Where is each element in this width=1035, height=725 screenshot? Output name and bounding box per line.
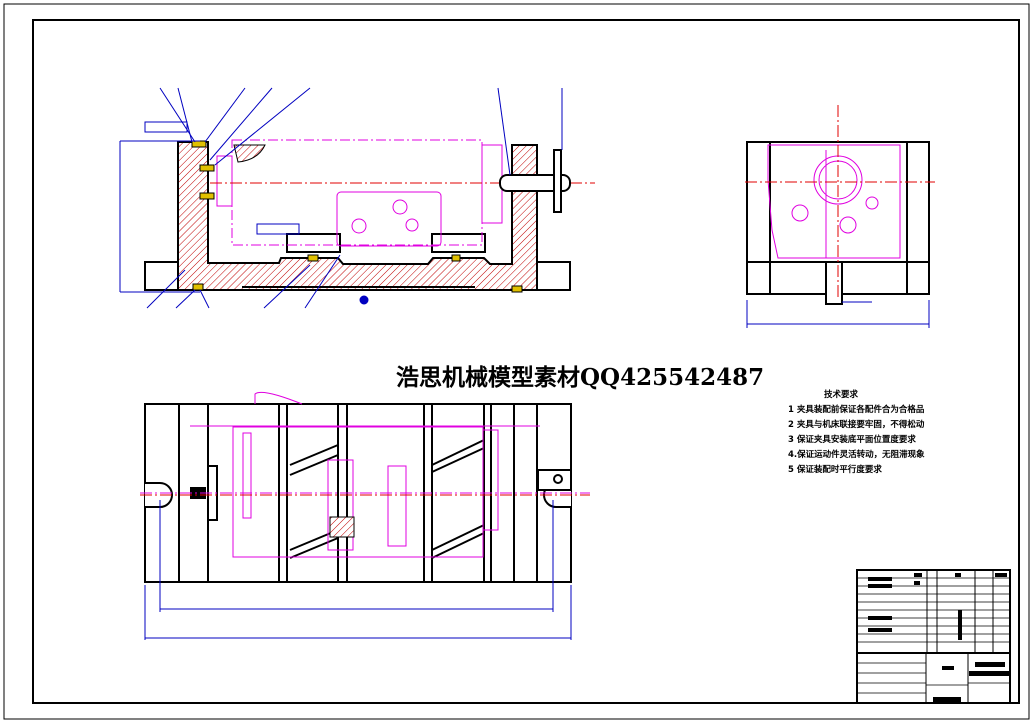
front-view (119, 87, 595, 309)
watermark-text: 浩思机械模型素材QQ425542487 (396, 364, 765, 391)
tech-requirement-item: 2 夹具与机床联接要牢固，不得松动 (788, 420, 925, 430)
tech-requirement-item: 1 夹具装配前保证各配件合为合格品 (788, 405, 925, 415)
tech-requirement-item: 4.保证运动件灵活转动，无阻滞现象 (788, 450, 925, 460)
tech-requirement-item: 5 保证装配时平行度要求 (788, 465, 882, 475)
tech-requirement-item: 3 保证夹具安装底平面位置度要求 (788, 435, 916, 445)
technical-requirements: 技术要求 1 夹具装配前保证各配件合为合格品 2 夹具与机床联接要牢固，不得松动… (788, 388, 925, 478)
title-block (856, 569, 1011, 704)
outer-border (3, 3, 1030, 720)
top-view (140, 391, 590, 640)
inner-frame (32, 19, 1020, 704)
tech-requirements-title: 技术要求 (824, 390, 859, 400)
side-view (745, 105, 935, 328)
